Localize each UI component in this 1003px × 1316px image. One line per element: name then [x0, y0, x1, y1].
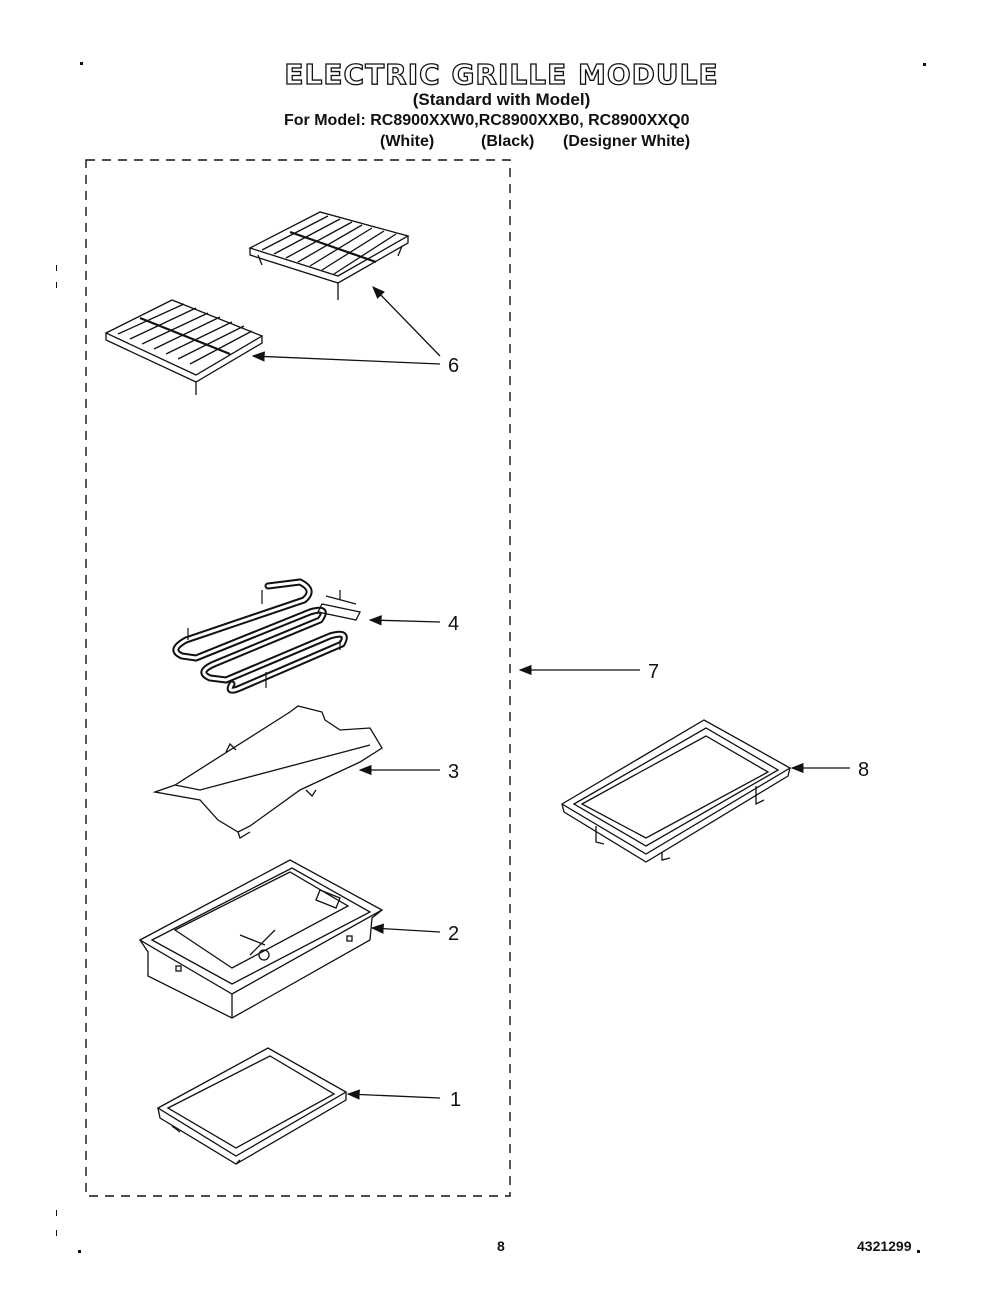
page-title: ELECTRIC GRILLE MODULE: [284, 57, 719, 91]
variant-white-label: (White): [380, 133, 435, 150]
grille-grate-upper: [248, 211, 410, 300]
callout-8: 8: [858, 759, 869, 781]
page-subtitle: (Standard with Model): [412, 90, 591, 109]
drip-tray: [156, 1047, 348, 1165]
variant-black-label: (Black): [481, 133, 535, 150]
model-list: For Model: RC8900XXW0,RC8900XXB0, RC8900…: [284, 112, 690, 129]
grille-grate-lower: [104, 299, 264, 395]
leader-lines: [251, 286, 850, 1100]
assembly-boundary: [85, 159, 511, 1197]
callout-1: 1: [450, 1089, 461, 1111]
callout-3: 3: [448, 761, 459, 783]
cover-tray: [560, 719, 792, 863]
reflector-shield: [152, 705, 383, 839]
callout-7: 7: [648, 661, 659, 683]
heating-element: [172, 578, 361, 694]
callout-6: 6: [448, 355, 459, 377]
registration-marks: [56, 62, 926, 1253]
variant-designer-white-label: (Designer White): [563, 133, 691, 150]
page-number: 8: [497, 1238, 505, 1254]
callout-4: 4: [448, 613, 459, 635]
document-number: 4321299: [857, 1238, 912, 1254]
grille-pan: [138, 859, 384, 1019]
callout-2: 2: [448, 923, 459, 945]
